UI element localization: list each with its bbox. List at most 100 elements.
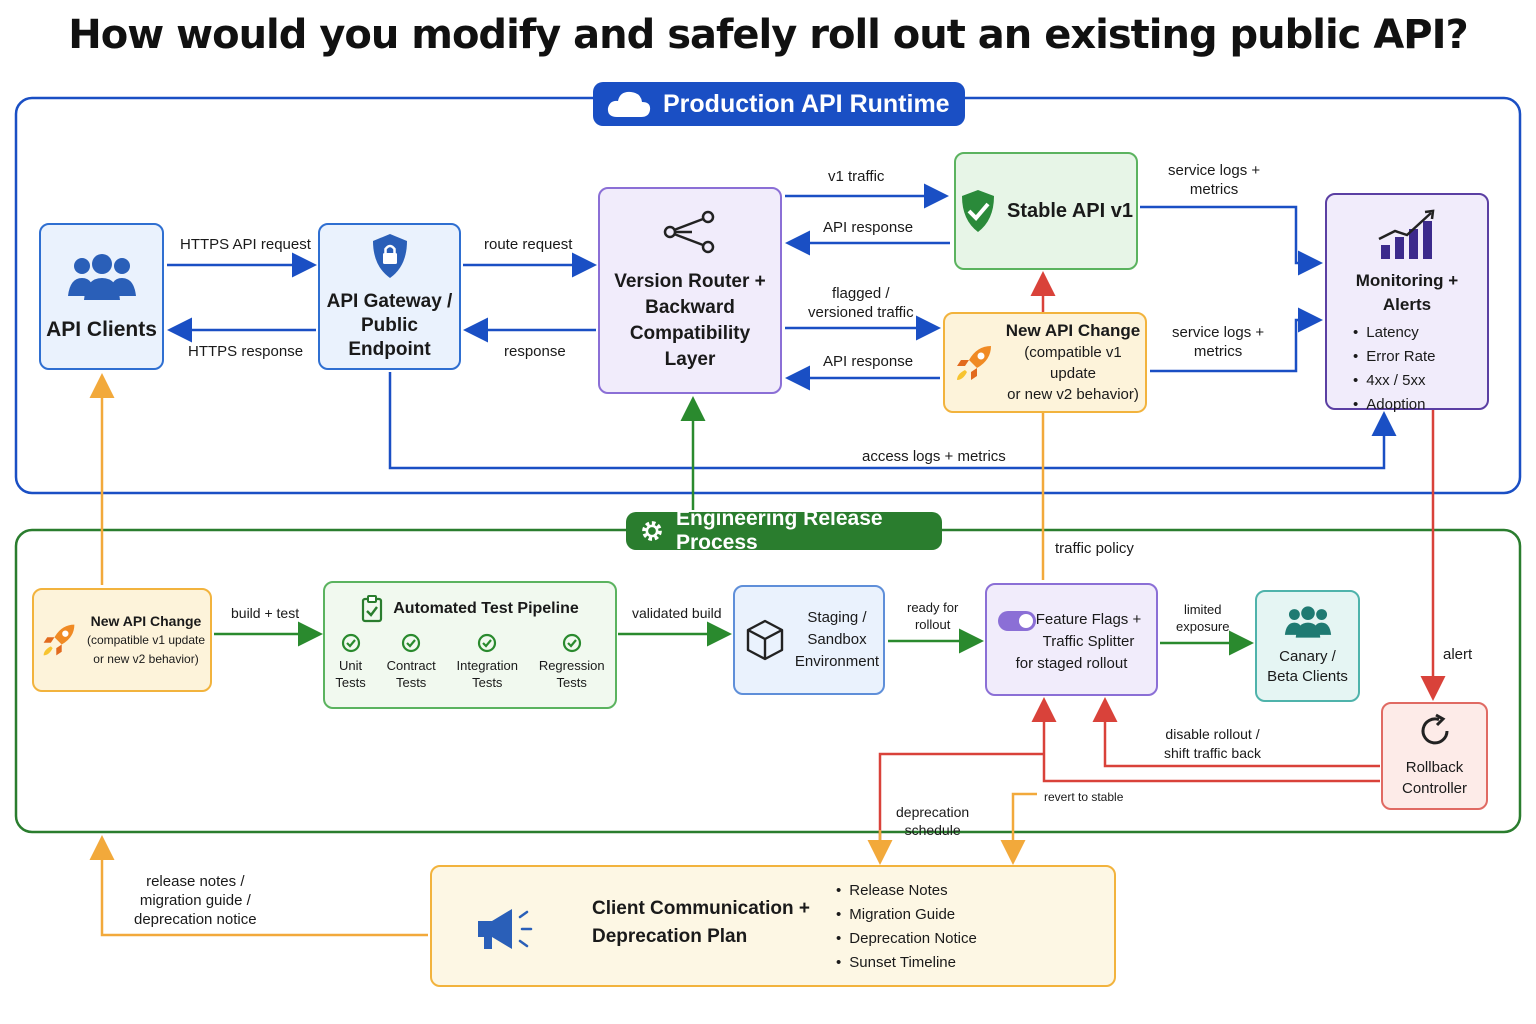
- clipboard-check-icon: [362, 595, 383, 623]
- megaphone-icon: [478, 909, 533, 949]
- monitoring-title: Monitoring + Alerts: [1355, 271, 1459, 314]
- edge-label-line: rollout: [914, 617, 951, 632]
- new-api-change-runtime-node: New API Change (compatible v1 update or …: [943, 312, 1147, 413]
- edge-label-line: migration guide /: [139, 892, 251, 909]
- edge-label-traffic-policy: traffic policy: [1055, 540, 1134, 557]
- cloud-icon: [607, 91, 651, 117]
- test-label: Tests: [335, 675, 366, 690]
- staging-line2: Sandbox: [807, 631, 867, 648]
- test-pipeline-node: Automated Test Pipeline Unit Tests Contr…: [323, 581, 617, 709]
- test-label: Tests: [395, 675, 427, 690]
- shield-lock-icon: [372, 233, 407, 278]
- production-section-title: Production API Runtime: [663, 89, 950, 118]
- monitoring-item: Adoption: [1353, 393, 1475, 417]
- rocket-icon: [43, 624, 75, 656]
- edge-label-service-logs-2: service logs + metrics: [1172, 323, 1264, 361]
- edge-label-line: versioned traffic: [808, 304, 914, 321]
- client-communication-node: Client Communication + Deprecation Plan …: [430, 865, 1116, 987]
- test-label: Tests: [472, 675, 503, 690]
- monitoring-item: Latency: [1353, 321, 1475, 345]
- rollback-node: Rollback Controller: [1381, 702, 1488, 810]
- check-circle-icon: [562, 633, 581, 653]
- shield-check-icon: [962, 190, 994, 232]
- comms-title-line1: Client Communication +: [592, 898, 810, 919]
- edge-label-deprecation-schedule: deprecation schedule: [896, 803, 969, 839]
- pipeline-title: Automated Test Pipeline: [393, 600, 579, 617]
- edge-label-ready-rollout: ready for rollout: [907, 599, 958, 633]
- new-api-change-eng-node: New API Change (compatible v1 update or …: [32, 588, 212, 692]
- gateway-label-line1: API Gateway /: [326, 290, 453, 312]
- engineering-section-header: Engineering Release Process: [626, 507, 942, 554]
- edge-label-https-response: HTTPS response: [188, 343, 304, 360]
- rollback-line1: Rollback: [1405, 759, 1464, 776]
- edge-label-line: deprecation: [896, 804, 970, 820]
- stable-api-label: Stable API v1: [1007, 200, 1133, 222]
- flags-line2: Traffic Splitter: [1042, 633, 1135, 650]
- test-label: Integration: [456, 658, 518, 673]
- check-circle-icon: [478, 633, 497, 653]
- edge-label-line: ready for: [907, 600, 959, 615]
- check-circle-icon: [402, 633, 421, 653]
- users-icon: [1284, 606, 1331, 638]
- router-label-line2: Backward Compatibility: [629, 296, 751, 344]
- edge-label-disable-rollout: disable rollout / shift traffic back: [1164, 725, 1261, 763]
- rollback-line2: Controller: [1401, 780, 1468, 797]
- edge-label-line: limited: [1183, 602, 1222, 617]
- check-circle-icon: [341, 633, 360, 653]
- edge-label-service-logs-1: service logs + metrics: [1168, 161, 1260, 199]
- page-title: How would you modify and safely roll out…: [68, 12, 1468, 58]
- rocket-icon: [957, 345, 991, 380]
- users-icon: [67, 253, 136, 300]
- edge-label-line: release notes /: [146, 873, 245, 890]
- staging-node: Staging / Sandbox Environment: [733, 585, 885, 695]
- edge-label-build-test: build + test: [231, 605, 300, 621]
- new-change-eng-sub2: or new v2 behavior): [93, 652, 199, 666]
- edge-label-line: metrics: [1193, 343, 1243, 360]
- staging-line1: Staging /: [807, 609, 867, 626]
- comms-item: Migration Guide: [836, 903, 977, 927]
- edge-label-api-response-2: API response: [823, 353, 914, 370]
- toggle-icon: [998, 611, 1036, 631]
- edge-label-line: flagged /: [832, 285, 890, 302]
- edge-label-limited-exposure: limited exposure: [1176, 601, 1229, 635]
- edge-label-release-notes: release notes / migration guide / deprec…: [134, 872, 257, 929]
- edge-label-line: exposure: [1176, 619, 1230, 634]
- edge-label-v1-traffic: v1 traffic: [828, 168, 885, 185]
- edge-label-revert-stable: revert to stable: [1044, 790, 1124, 804]
- gateway-label-line2: Public Endpoint: [348, 314, 431, 360]
- monitoring-item: Error Rate: [1353, 345, 1475, 369]
- canary-node: Canary / Beta Clients: [1255, 590, 1360, 702]
- share-nodes-icon: [663, 210, 715, 253]
- unit-tests: Unit Tests: [335, 633, 366, 691]
- version-router-node: Version Router + Backward Compatibility …: [598, 187, 782, 394]
- staging-line3: Environment: [794, 653, 880, 670]
- edge-label-line: service logs +: [1172, 324, 1265, 341]
- gear-icon: [642, 521, 662, 541]
- comms-item: Deprecation Notice: [836, 927, 977, 951]
- edge-label-response: response: [504, 343, 566, 360]
- cube-icon: [746, 619, 784, 661]
- comms-item: Sunset Timeline: [836, 951, 977, 975]
- edge-label-line: schedule: [904, 822, 961, 838]
- feature-flags-node: Feature Flags + Traffic Splitter for sta…: [985, 583, 1158, 696]
- test-label: Tests: [556, 675, 587, 690]
- router-label-line1: Version Router +: [614, 270, 766, 292]
- edge-label-line: shift traffic back: [1164, 745, 1262, 761]
- monitoring-item: 4xx / 5xx: [1353, 369, 1475, 393]
- new-change-runtime-title: New API Change: [1005, 321, 1141, 340]
- canary-line2: Beta Clients: [1267, 668, 1348, 685]
- edge-label-alert: alert: [1443, 646, 1473, 663]
- edge-label-https-request: HTTPS API request: [180, 236, 311, 253]
- bar-chart-icon: [1378, 209, 1435, 259]
- edge-label-access-logs: access logs + metrics: [862, 448, 1006, 465]
- api-gateway-node: API Gateway / Public Endpoint: [318, 223, 461, 370]
- regression-tests: Regression Tests: [539, 633, 605, 691]
- stable-api-node: Stable API v1: [954, 152, 1138, 270]
- flags-line1: Feature Flags +: [1035, 611, 1142, 628]
- monitoring-node: Monitoring + Alerts Latency Error Rate 4…: [1325, 193, 1489, 413]
- comms-item: Release Notes: [836, 879, 977, 903]
- edge-label-validated-build: validated build: [632, 605, 722, 621]
- test-label: Regression: [538, 658, 605, 673]
- canary-line1: Canary /: [1279, 648, 1336, 665]
- edge-label-line: deprecation notice: [134, 911, 257, 928]
